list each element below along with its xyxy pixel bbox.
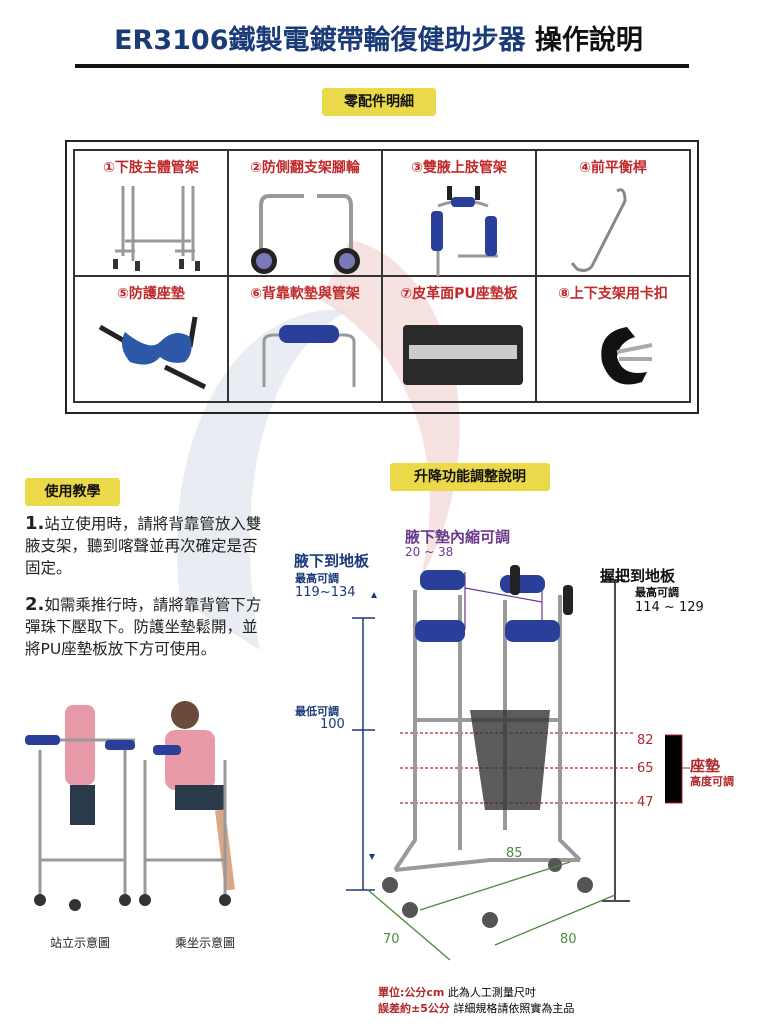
parts-table-frame bbox=[65, 140, 699, 414]
part-cell: ④前平衡桿 bbox=[536, 150, 690, 276]
part-label: ③雙腋上肢管架 bbox=[411, 160, 507, 176]
part-cell: ⑦皮革面PU座墊板 bbox=[382, 276, 536, 402]
upper-frame-image bbox=[431, 186, 498, 276]
seat-subtitle: 高度可調 bbox=[690, 775, 734, 788]
tutorial-step-2: 2.如需乘推行時，請將靠背管下方彈珠下壓取下。防護坐墊鬆開，並將PU座墊板放下方… bbox=[25, 594, 265, 660]
tutorial-step-1: 1.站立使用時，請將背靠管放入雙腋支架，聽到喀聲並再次確定是否固定。 bbox=[25, 513, 265, 579]
armpit-floor-title: 腋下到地板 bbox=[294, 552, 370, 570]
seat-height-65: 65 bbox=[637, 761, 654, 776]
part-cell: ⑥背靠軟墊與管架 bbox=[228, 276, 382, 402]
tutorial-badge: 使用教學 bbox=[25, 478, 120, 506]
seat-title: 座墊 bbox=[690, 757, 721, 775]
grip-floor-max: 114 ~ 129 bbox=[635, 600, 704, 615]
part-label: ②防側翻支架腳輪 bbox=[250, 160, 360, 176]
part-cell: ①下肢主體管架 bbox=[74, 150, 228, 276]
unit-note-line: 單位:公分cm 此為人工測量尺吋 bbox=[378, 986, 536, 999]
back-pad-image bbox=[262, 325, 356, 387]
depth-dimension: 85 bbox=[506, 846, 523, 861]
step-text: 站立使用時，請將背靠管放入雙腋支架，聽到喀聲並再次確定是否固定。 bbox=[25, 515, 262, 577]
part-label: ⑥背靠軟墊與管架 bbox=[250, 286, 360, 302]
parts-table: ①下肢主體管架 ②防側翻支架腳輪 ③雙腋上肢管架 ④前平衡桿 ⑤防護座墊 ⑥背靠… bbox=[73, 149, 691, 403]
sitting-photo bbox=[139, 701, 235, 906]
standing-photo bbox=[25, 705, 135, 911]
step-number: 1. bbox=[25, 513, 45, 534]
part-label: ④前平衡桿 bbox=[579, 160, 647, 176]
step-number: 2. bbox=[25, 594, 45, 615]
pu-seat-board-image bbox=[403, 325, 523, 385]
armpit-pad-range: 20 ~ 38 bbox=[405, 545, 454, 559]
armpit-floor-min: 100 bbox=[320, 717, 345, 732]
armpit-floor-max: 119~134 bbox=[295, 585, 356, 600]
anti-tip-wheel-image bbox=[251, 194, 360, 274]
armpit-pad-title: 腋下墊內縮可調 bbox=[405, 528, 511, 546]
usage-photos bbox=[25, 701, 235, 911]
part-cell: ③雙腋上肢管架 bbox=[382, 150, 536, 276]
part-cell: ②防側翻支架腳輪 bbox=[228, 150, 382, 276]
title-divider bbox=[75, 64, 689, 68]
page-title: ER3106鐵製電鍍帶輪復健助步器 操作說明 bbox=[114, 25, 643, 56]
unit-notes: 單位:公分cm 此為人工測量尺吋 誤差約±5公分 詳細規格請依照實為主品 bbox=[378, 985, 574, 1017]
front-balance-bar-image bbox=[570, 188, 627, 272]
tolerance-note-line: 誤差約±5公分 詳細規格請依照實為主品 bbox=[378, 1002, 575, 1015]
seat-cushion-image bbox=[98, 316, 207, 390]
part-label: ①下肢主體管架 bbox=[103, 160, 199, 176]
step-text: 如需乘推行時，請將靠背管下方彈珠下壓取下。防護坐墊鬆開，並將PU座墊板放下方可使… bbox=[25, 596, 262, 658]
seat-height-82: 82 bbox=[637, 733, 654, 748]
armpit-floor-min-label: 最低可調 bbox=[295, 705, 339, 718]
grip-floor-max-label: 最高可調 bbox=[635, 586, 679, 599]
lower-frame-image bbox=[113, 186, 200, 271]
walker-dimension-diagram bbox=[346, 565, 690, 961]
length-dimension: 80 bbox=[560, 932, 577, 947]
width-dimension: 70 bbox=[383, 932, 400, 947]
part-label: ⑧上下支架用卡扣 bbox=[558, 286, 668, 302]
adjust-badge: 升降功能調整說明 bbox=[390, 463, 550, 491]
part-cell: ⑤防護座墊 bbox=[74, 276, 228, 402]
part-label: ⑤防護座墊 bbox=[117, 286, 185, 302]
part-cell: ⑧上下支架用卡扣 bbox=[536, 276, 690, 402]
part-label: ⑦皮革面PU座墊板 bbox=[400, 286, 518, 302]
sitting-caption: 乘坐示意圖 bbox=[175, 936, 236, 950]
parts-badge: 零配件明細 bbox=[322, 88, 436, 116]
standing-caption: 站立示意圖 bbox=[50, 936, 111, 950]
armpit-floor-max-label: 最高可調 bbox=[295, 572, 339, 585]
seat-height-47: 47 bbox=[637, 795, 654, 810]
clamp-image bbox=[601, 327, 653, 385]
